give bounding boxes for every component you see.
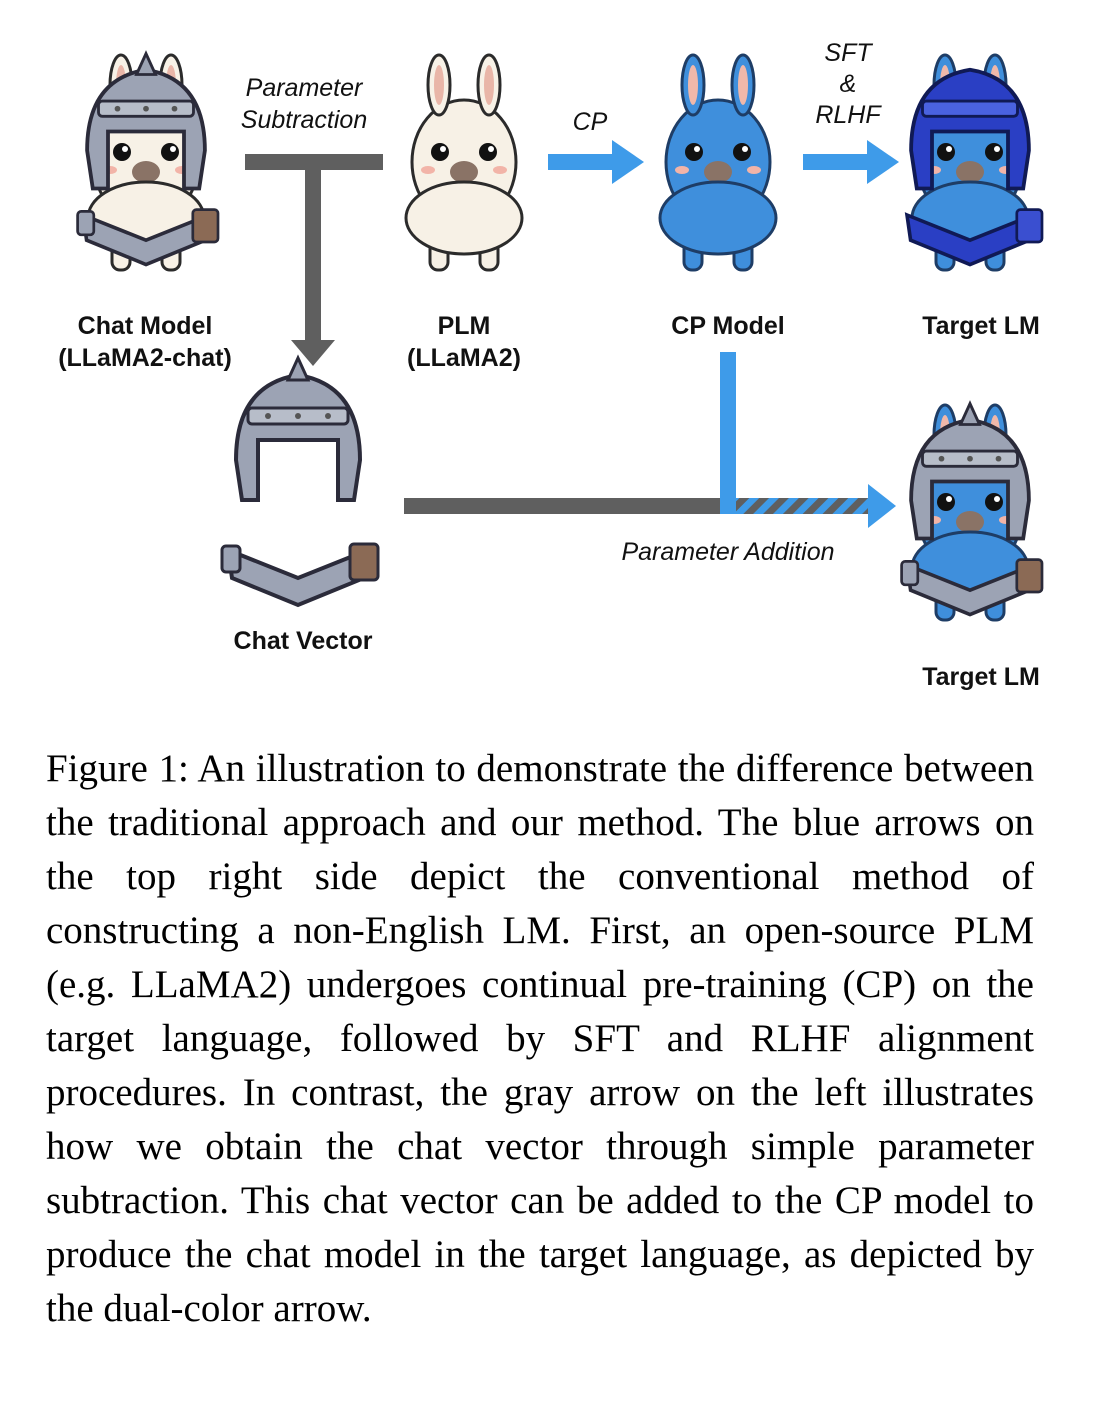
chat-model-label: Chat Model (LLaMA2-chat) — [40, 310, 250, 374]
cp-label: CP — [572, 108, 608, 136]
chat-vector-gray-line — [404, 498, 722, 514]
sft-rlhf-line2: & — [839, 70, 857, 98]
parameter-subtraction-label: Parameter Subtraction — [224, 72, 384, 136]
plm-title: PLM — [437, 312, 491, 340]
parameter-addition-arrow — [736, 484, 896, 528]
chat-model-subtitle: (LLaMA2-chat) — [58, 344, 232, 372]
sft-rlhf-arrow — [803, 140, 899, 184]
sft-rlhf-label: SFT & RLHF — [800, 38, 896, 131]
figure-caption: Figure 1: An illustration to demonstrate… — [46, 747, 1034, 1330]
target-lm-top-label: Target LM — [922, 312, 1040, 340]
plm-llama-icon — [404, 53, 524, 272]
parameter-subtraction-line2: Subtraction — [240, 106, 368, 134]
cp-model-llama-icon — [658, 53, 778, 272]
plm-label: PLM (LLaMA2) — [384, 310, 544, 374]
parameter-addition-label: Parameter Addition — [621, 538, 835, 566]
sft-rlhf-line3: RLHF — [815, 101, 881, 129]
cp-model-label: CP Model — [671, 312, 785, 340]
parameter-subtraction-arrow — [245, 154, 383, 366]
parameter-subtraction-line1: Parameter — [245, 74, 363, 102]
chat-model-title: Chat Model — [77, 312, 213, 340]
cp-arrow — [548, 140, 644, 184]
target-lm-bottom-llama-icon — [899, 401, 1044, 622]
chat-model-llama-icon — [75, 51, 220, 272]
chat-vector-label: Chat Vector — [233, 627, 373, 655]
chat-vector-armor-icon — [220, 356, 380, 607]
diagram-canvas — [75, 51, 1044, 622]
sft-rlhf-line1: SFT — [824, 39, 872, 67]
cp-model-blue-line — [720, 352, 736, 514]
figure-diagram: Chat Model (LLaMA2-chat) PLM (LLaMA2) CP… — [40, 38, 1044, 691]
target-lm-top-llama-icon — [904, 53, 1044, 272]
plm-subtitle: (LLaMA2) — [407, 344, 521, 372]
target-lm-bottom-label: Target LM — [922, 663, 1040, 691]
